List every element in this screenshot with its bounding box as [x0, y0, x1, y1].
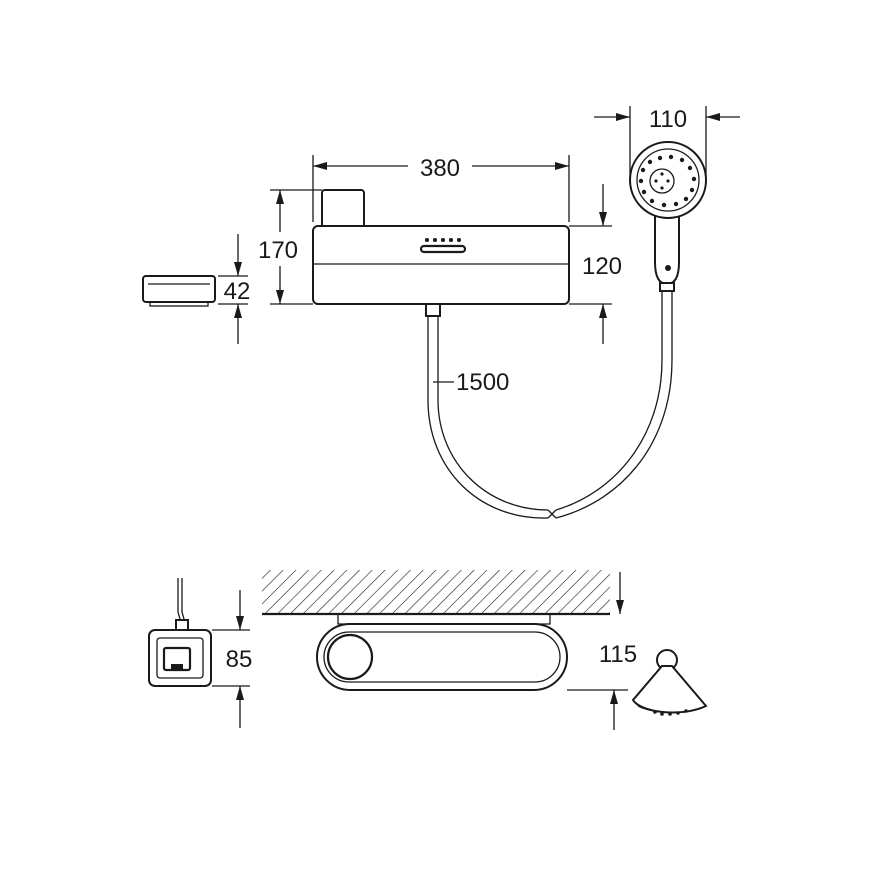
dimension-label-120: 120	[582, 253, 622, 280]
remote-module	[148, 578, 212, 687]
dimension-label-1500: 1500	[456, 369, 509, 396]
soap-tray-side-view	[142, 275, 216, 307]
shelf-outline	[316, 623, 568, 691]
hand-shower-front-view	[629, 141, 707, 292]
outlet-slot	[419, 244, 467, 254]
wall-section	[262, 570, 610, 616]
dimension-label-170: 170	[258, 237, 298, 264]
dimension-label-85: 85	[226, 646, 253, 673]
dimension-85: 85	[212, 590, 252, 728]
dimension-115: 115	[567, 572, 637, 730]
control-knob-top	[326, 633, 374, 681]
dimension-42: 42	[218, 234, 250, 344]
shelf-front-view	[312, 189, 570, 317]
hand-shower-side-view	[631, 649, 708, 716]
shelf-top-view	[316, 614, 568, 691]
dimension-label-380: 380	[420, 155, 460, 182]
dimension-110: 110	[594, 106, 740, 178]
dimension-label-110: 110	[649, 106, 687, 133]
dimension-label-42: 42	[224, 278, 251, 305]
shower-hose	[427, 290, 673, 519]
spray-nozzles	[638, 154, 697, 208]
indicator-dots	[425, 238, 461, 242]
hose-connector	[425, 303, 441, 317]
shelf-body	[312, 225, 570, 305]
dimension-label-115: 115	[599, 641, 637, 668]
control-knob	[321, 189, 365, 229]
dimension-380: 380	[312, 155, 570, 222]
dimension-120: 120	[569, 184, 622, 344]
dimension-170: 170	[258, 189, 322, 305]
